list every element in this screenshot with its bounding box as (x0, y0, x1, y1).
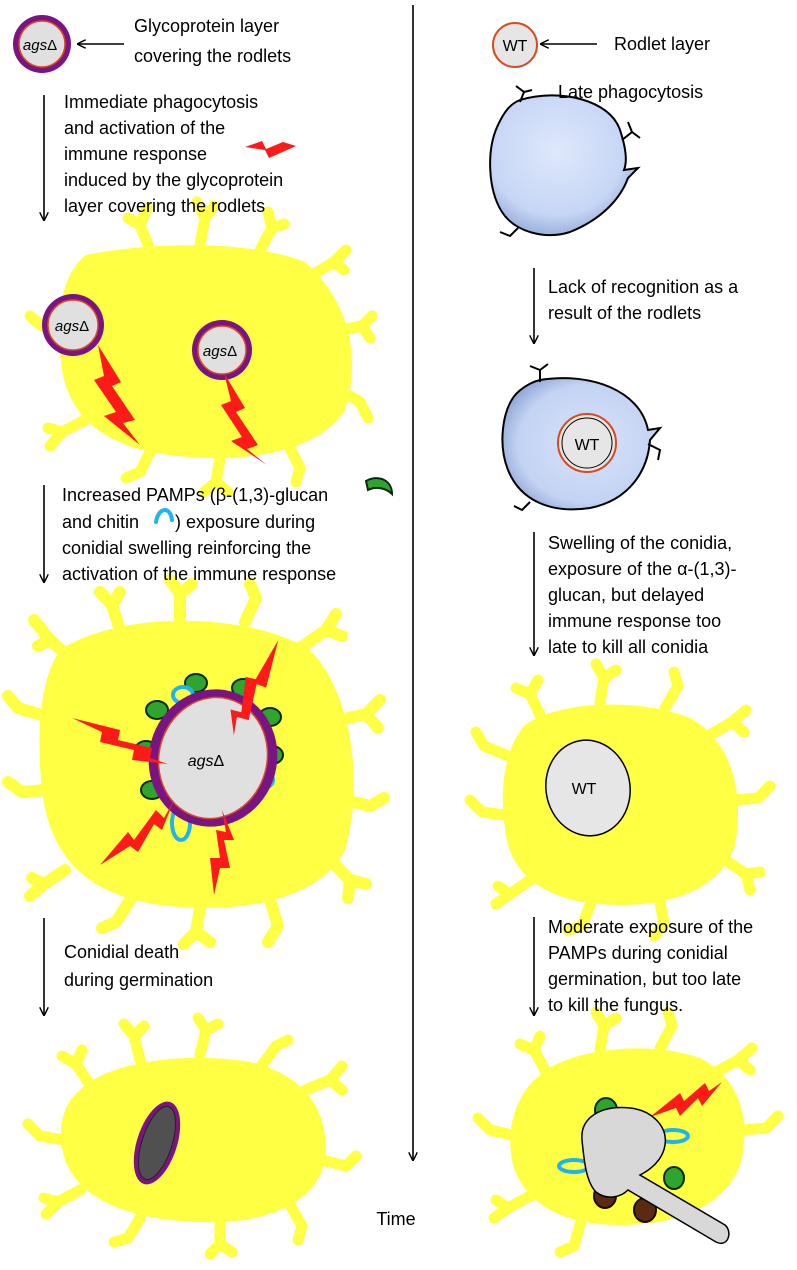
svg-text:agsΔ: agsΔ (188, 753, 225, 770)
agsd-label: ags (23, 37, 48, 54)
svg-text:Moderate exposure of the: Moderate exposure of the (548, 917, 753, 937)
right-step3-text: Moderate exposure of the PAMPs during co… (548, 917, 753, 1015)
svg-text:Swelling of the conidia,: Swelling of the conidia, (548, 533, 732, 553)
svg-text:activation of the immune respo: activation of the immune response (62, 564, 336, 584)
glucan-icon (364, 477, 394, 497)
svg-text:and activation of the: and activation of the (64, 118, 225, 138)
late-phagocytosis-text: Late phagocytosis (558, 82, 703, 102)
right-step1-text: Lack of recognition as a result of the r… (548, 277, 739, 323)
wt-conidium-right-2: WT (557, 413, 617, 473)
svg-text:conidial swelling reinforcing: conidial swelling reinforcing the (62, 538, 311, 558)
svg-text:agsΔ: agsΔ (203, 343, 237, 360)
svg-text:PAMPs during conidial: PAMPs during conidial (548, 943, 728, 963)
immune-signal-icon (245, 141, 296, 158)
lightning-icon (230, 640, 279, 736)
dead-conidium (133, 1101, 181, 1185)
svg-text:late to kill all conidia: late to kill all conidia (548, 637, 709, 657)
lightning-icon (650, 1082, 722, 1117)
agsd-conidium-left-2: agsΔ (148, 689, 278, 827)
right-legend-text: Rodlet layer (614, 34, 710, 54)
svg-text:induced by the glycoprotein: induced by the glycoprotein (64, 170, 283, 190)
agsd-conidium-left-1b: agsΔ (192, 320, 252, 380)
svg-text:agsΔ: agsΔ (55, 318, 89, 335)
svg-text:immune response too: immune response too (548, 611, 721, 631)
svg-text:result of the rodlets: result of the rodlets (548, 303, 701, 323)
lightning-icon (100, 800, 174, 865)
right-step2-text: Swelling of the conidia, exposure of the… (548, 533, 737, 657)
phagocyte-right-1 (489, 85, 641, 238)
left-step3-text: Conidial death during germination (64, 942, 213, 990)
germinating-conidium (581, 1106, 730, 1245)
agsd-conidium-left-1a: agsΔ (42, 294, 104, 356)
legend-agsd-conidium: agsΔ (13, 15, 71, 73)
svg-text:WT: WT (503, 38, 528, 55)
legend-wt-conidium: WT (492, 22, 538, 68)
lightning-icon (72, 718, 168, 764)
svg-text:Rodlet layer: Rodlet layer (614, 34, 710, 54)
svg-text:Glycoprotein layer: Glycoprotein layer (134, 16, 279, 36)
svg-text:layer covering the rodlets: layer covering the rodlets (64, 196, 265, 216)
svg-text:agsΔ: agsΔ (23, 37, 57, 54)
svg-text:Immediate phagocytosis: Immediate phagocytosis (64, 92, 258, 112)
svg-text:WT: WT (572, 781, 597, 798)
svg-text:exposure of the α-(1,3)-: exposure of the α-(1,3)- (548, 559, 737, 579)
svg-text:) exposure during: ) exposure during (175, 512, 315, 532)
svg-text:during germination: during germination (64, 970, 213, 990)
left-step1-text: Immediate phagocytosis and activation of… (64, 92, 283, 216)
svg-text:Conidial death: Conidial death (64, 942, 179, 962)
lightning-icon (210, 810, 234, 895)
svg-text:WT: WT (575, 437, 600, 454)
svg-text:germination, but too late: germination, but too late (548, 969, 741, 989)
svg-text:and chitin: and chitin (62, 512, 139, 532)
svg-text:glucan, but delayed: glucan, but delayed (548, 585, 704, 605)
svg-text:covering the rodlets: covering the rodlets (134, 46, 291, 66)
left-step2-text: Increased PAMPs (β-(1,3)-glucan and chit… (62, 485, 336, 584)
svg-text:Increased PAMPs (β-(1,3)-gluca: Increased PAMPs (β-(1,3)-glucan (62, 485, 328, 505)
time-label: Time (376, 1209, 415, 1229)
left-legend-text: Glycoprotein layer covering the rodlets (134, 16, 291, 66)
svg-text:Lack of recognition as a: Lack of recognition as a (548, 277, 739, 297)
chitin-icon (154, 508, 174, 524)
lightning-icon (94, 345, 140, 445)
wt-conidium-right-3: WT (545, 739, 631, 837)
lightning-icon (221, 373, 267, 465)
svg-text:to kill the fungus.: to kill the fungus. (548, 995, 683, 1015)
svg-text:immune response: immune response (64, 144, 207, 164)
macrophage-left-3 (22, 1012, 362, 1260)
